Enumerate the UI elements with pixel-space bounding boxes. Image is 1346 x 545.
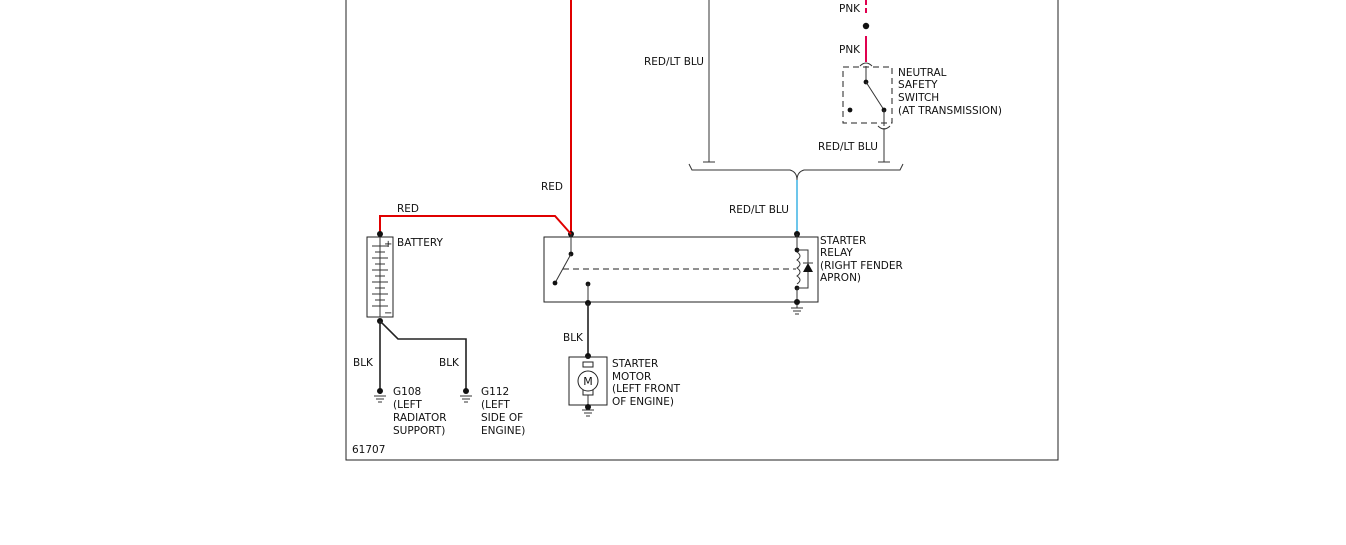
pnk-splice-dot [862, 22, 870, 30]
wire-label-blk-motor: BLK [563, 332, 584, 344]
starter-relay-label-4: APRON) [820, 272, 861, 284]
neutral-switch-label-3: SWITCH [898, 92, 939, 104]
wire-label-pnk-top: PNK [839, 3, 861, 15]
g112-label-1: G112 [481, 386, 509, 398]
motor-icon [577, 370, 599, 392]
splice-bracket [688, 163, 904, 181]
neutral-switch-label-2: SAFETY [898, 79, 938, 91]
wire-label-red-lt-blu-switch: RED/LT BLU [818, 141, 878, 153]
relay-ground-icon [791, 307, 803, 315]
wire-label-pnk-switch: PNK [839, 44, 861, 56]
relay-ground-dot [794, 299, 800, 305]
starter-relay-label-2: RELAY [820, 247, 853, 259]
red-wire-battery [379, 215, 572, 235]
g112-label-3: SIDE OF [481, 412, 523, 424]
switch-connector-top [859, 62, 873, 67]
g112-ground-icon [460, 388, 472, 403]
starter-motor-label-1: STARTER [612, 358, 658, 370]
diagram-frame [345, 0, 1059, 461]
g108-label-4: SUPPORT) [393, 425, 445, 437]
wire-label-blk-battery: BLK [353, 357, 374, 369]
starter-motor-label-3: (LEFT FRONT [612, 383, 681, 395]
g108-label-2: (LEFT [393, 399, 422, 411]
motor-brush-top [582, 361, 594, 368]
g108-ground-icon [374, 388, 386, 403]
diagram-id-label: 61707 [352, 444, 385, 456]
motor-terminal-dot [585, 353, 591, 359]
starter-relay-label-3: (RIGHT FENDER [820, 260, 903, 272]
g112-label-2: (LEFT [481, 399, 510, 411]
wire-label-red-lt-blu-relay: RED/LT BLU [729, 204, 789, 216]
switch-contact-left [847, 107, 853, 113]
wire-label-red-vertical: RED [541, 181, 563, 193]
g112-label-4: ENGINE) [481, 425, 525, 437]
starter-motor-label-2: MOTOR [612, 371, 651, 383]
battery-cells [372, 245, 388, 307]
starter-relay-label-1: STARTER [820, 235, 866, 247]
neutral-safety-switch-box [842, 66, 893, 124]
motor-ground-icon [582, 409, 594, 417]
wire-label-blk-g112: BLK [439, 357, 460, 369]
battery-positive-sign: + [384, 239, 392, 250]
motor-symbol-label: M [583, 375, 593, 388]
g108-label-3: RADIATOR [393, 412, 447, 424]
switch-blade [865, 81, 885, 111]
battery-positive-dot [377, 231, 383, 237]
relay-coil [796, 251, 801, 285]
motor-ground-dot [585, 404, 591, 410]
neutral-switch-label-1: NEUTRAL [898, 67, 947, 79]
starter-relay-box [543, 236, 819, 303]
battery-label: BATTERY [397, 237, 443, 249]
blk-wire-g112 [379, 320, 467, 390]
g108-label-1: G108 [393, 386, 421, 398]
starter-motor-label-4: OF ENGINE) [612, 396, 674, 408]
battery-negative-sign: − [384, 308, 392, 319]
wire-label-red-battery: RED [397, 203, 419, 215]
relay-switch-contact-bottom [552, 280, 558, 286]
wire-label-red-lt-blu-left: RED/LT BLU [644, 56, 704, 68]
neutral-switch-label-4: (AT TRANSMISSION) [898, 105, 1002, 117]
relay-diode-symbol [803, 263, 813, 272]
